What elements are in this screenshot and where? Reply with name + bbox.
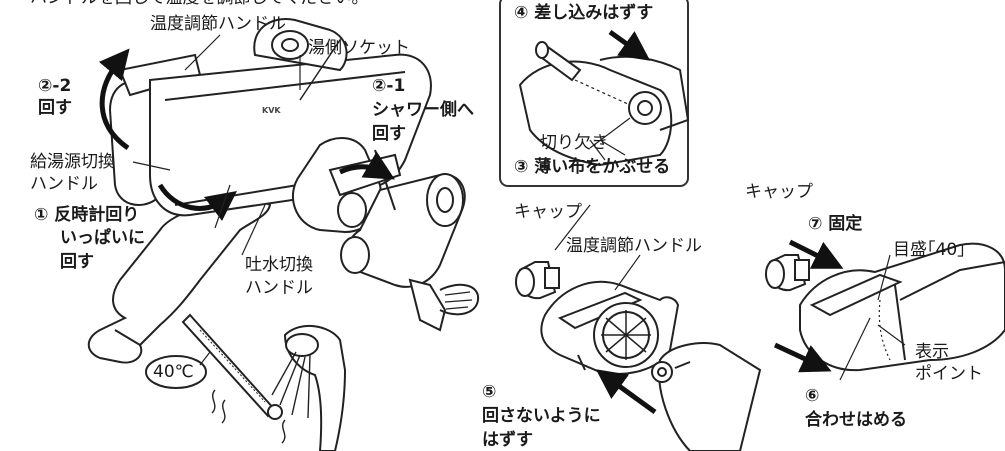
step-1-text2: いっぱいに bbox=[60, 228, 145, 248]
handle-install-drawing bbox=[765, 242, 1005, 372]
label-temp-handle: 温度調節ハンドル bbox=[150, 14, 286, 34]
step-2-1-number: ②-1 bbox=[372, 76, 406, 96]
label-cap-middle: キャップ bbox=[514, 202, 582, 222]
label-outlet-handle-1: 吐水切換 bbox=[245, 255, 313, 275]
step-2-2-text: 回す bbox=[38, 98, 72, 118]
brand-mark: KVK bbox=[262, 106, 281, 115]
step-5-text2: はずす bbox=[482, 430, 533, 450]
step-1-text3: 回す bbox=[60, 252, 94, 272]
step-2-1-text2: 回す bbox=[372, 124, 406, 144]
label-notch: 切り欠き bbox=[540, 133, 608, 153]
step-2-2-number: ②-2 bbox=[38, 76, 72, 96]
label-outlet-handle-2: ハンドル bbox=[245, 278, 313, 298]
thermometer-and-showerhead bbox=[145, 313, 347, 451]
rotation-arrows bbox=[98, 48, 395, 221]
label-supply-handle-1: 給湯源切換 bbox=[30, 152, 115, 172]
step-3-text: ③ 薄い布をかぶせる bbox=[514, 157, 671, 177]
label-scale-40: 目盛｢40｣ bbox=[893, 240, 966, 260]
top-caption-cut: ハンドルを回して温度を調節してください。 bbox=[30, 0, 368, 9]
step-2-1-text1: シャワー側へ bbox=[372, 100, 474, 120]
step-5-text1: 回さないように bbox=[482, 406, 601, 426]
thermometer-reading: 40℃ bbox=[153, 362, 194, 382]
step-5-number: ⑤ bbox=[482, 382, 497, 402]
step-6-number: ⑥ bbox=[805, 386, 820, 406]
label-hot-socket: 湯側ソケット bbox=[308, 38, 410, 58]
step-7-text: ⑦ 固定 bbox=[808, 214, 863, 234]
label-temp-handle-middle: 温度調節ハンドル bbox=[566, 236, 702, 256]
step-4-text: ④ 差し込みはずす bbox=[514, 3, 654, 23]
label-indicator-1: 表示 bbox=[915, 342, 949, 362]
label-cap-right: キャップ bbox=[745, 182, 813, 202]
step-1-text1: ① 反時計回り bbox=[34, 205, 140, 225]
step-6-text: 合わせはめる bbox=[805, 410, 907, 430]
label-supply-handle-2: ハンドル bbox=[30, 174, 98, 194]
inset-panel bbox=[499, 0, 690, 187]
handle-removal-drawing bbox=[515, 261, 762, 451]
label-indicator-2: ポイント bbox=[915, 364, 983, 384]
faucet-drawing bbox=[87, 18, 480, 364]
